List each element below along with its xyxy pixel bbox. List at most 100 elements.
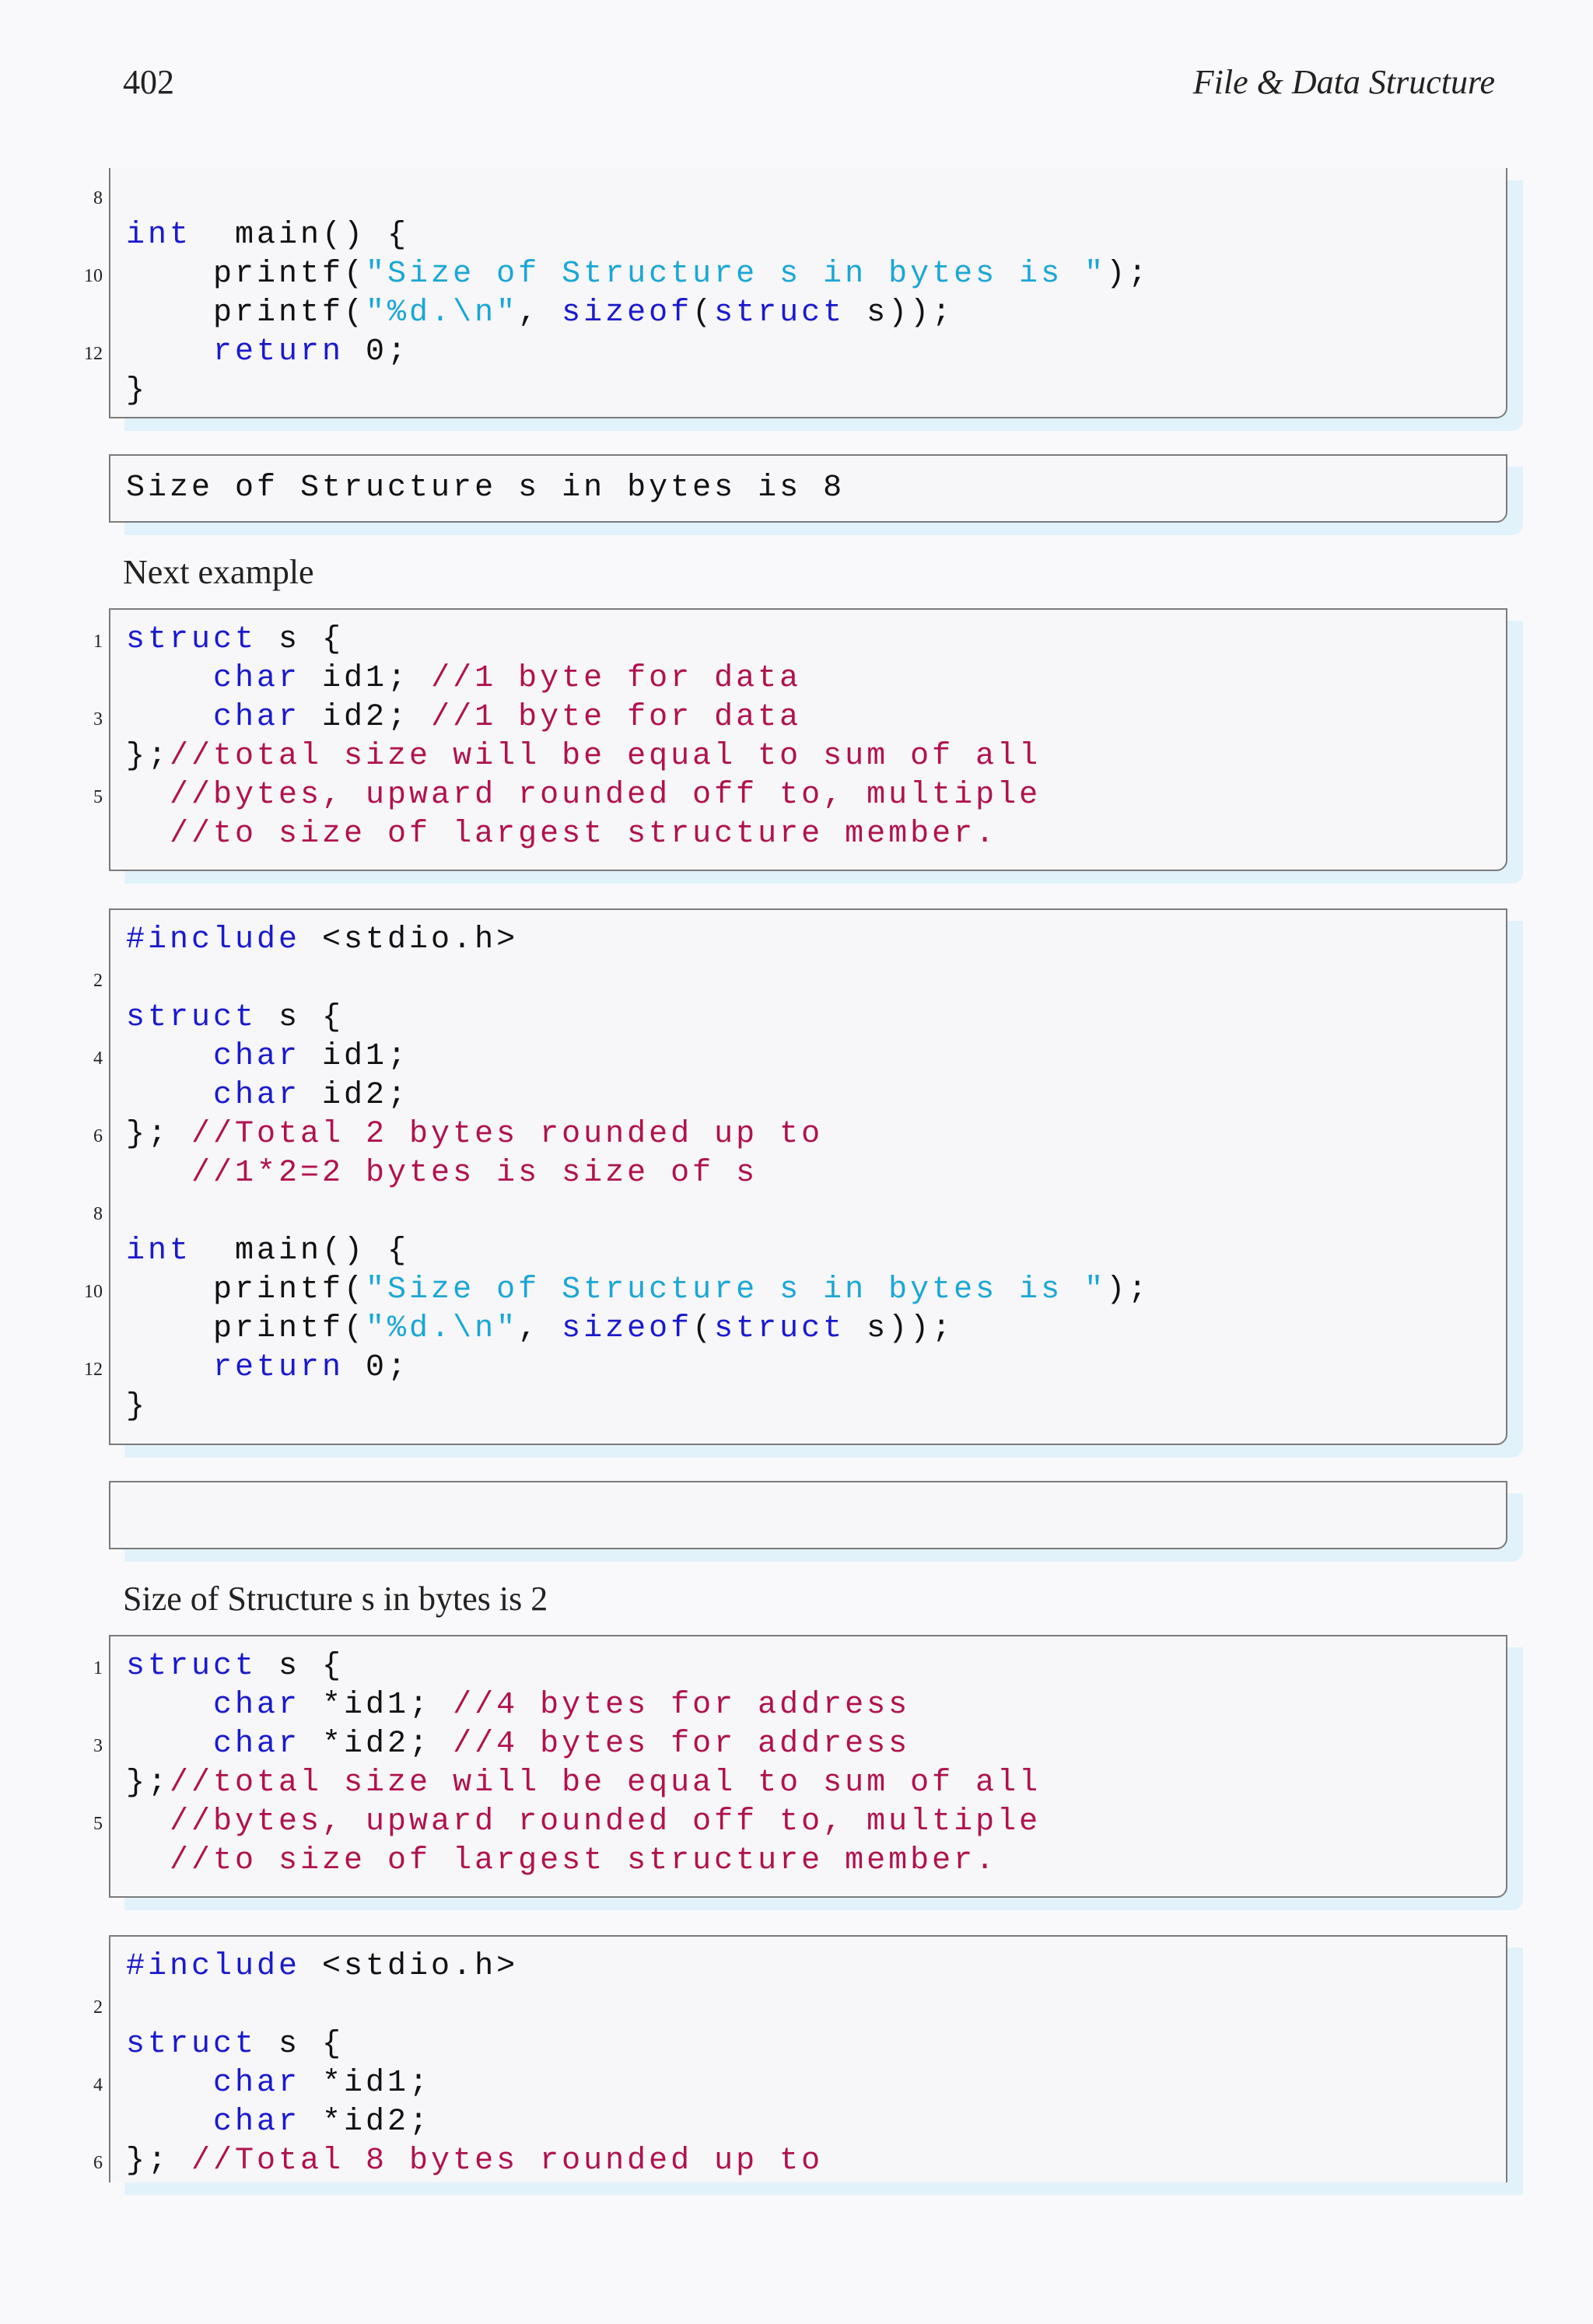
code-line: char *id2; //4 bytes for address — [126, 1725, 910, 1764]
code-text — [126, 1804, 170, 1839]
code-comment: //1 byte for data — [431, 661, 802, 696]
code-line: #include <stdio.h> — [126, 921, 518, 960]
code-text: main() { — [191, 218, 410, 253]
code-line: //bytes, upward rounded off to, multiple — [126, 1803, 1041, 1842]
code-text: printf( — [126, 1272, 366, 1307]
code-text: ( — [692, 296, 715, 331]
code-comment: //1*2=2 bytes is size of s — [191, 1156, 758, 1191]
paragraph-next-example: Next example — [123, 553, 314, 591]
code-text: *id2; — [300, 2105, 432, 2140]
code-keyword: #include — [126, 1949, 301, 1984]
code-line: struct s { — [126, 621, 344, 660]
code-line: char id2; //1 byte for data — [126, 698, 801, 737]
code-keyword: struct — [126, 1000, 257, 1035]
line-number: 4 — [93, 1048, 103, 1069]
code-keyword: #include — [126, 922, 301, 957]
code-text — [126, 1843, 170, 1878]
code-text: printf( — [126, 257, 366, 292]
code-keyword: char — [213, 1688, 301, 1723]
code-text: 0; — [344, 1350, 410, 1385]
code-line: char *id2; — [126, 2103, 431, 2142]
code-text — [126, 1039, 213, 1074]
code-keyword: int — [126, 218, 192, 253]
code-comment: //total size will be equal to sum of all — [170, 1766, 1042, 1801]
code-text — [126, 1727, 213, 1762]
code-line: char id1; — [126, 1038, 409, 1076]
code-text: }; — [126, 739, 170, 774]
code-keyword: char — [213, 661, 301, 696]
code-keyword: sizeof — [562, 1311, 693, 1346]
code-keyword: char — [213, 1078, 301, 1113]
code-text: s { — [257, 2027, 345, 2062]
code-line: return 0; — [126, 333, 409, 372]
code-string: "%d.\n" — [366, 296, 519, 331]
code-comment: //bytes, upward rounded off to, multiple — [170, 1804, 1042, 1839]
code-text — [126, 1688, 213, 1723]
code-line: int main() { — [126, 1232, 409, 1271]
code-block-struct-chars: struct s { char id1; //1 byte for data c… — [93, 608, 1507, 871]
code-text: s)); — [845, 296, 954, 331]
line-number: 5 — [93, 787, 103, 807]
code-text: }; — [126, 1117, 192, 1152]
code-text — [126, 334, 213, 369]
line-number: 8 — [93, 1204, 103, 1224]
code-line: #include <stdio.h> — [126, 1948, 518, 1986]
code-string: "%d.\n" — [366, 1311, 519, 1346]
output-block-size-8: Size of Structure s in bytes is 8 — [109, 454, 1507, 523]
output-text: Size of Structure s in bytes is 8 — [126, 471, 846, 506]
code-text: printf( — [126, 1311, 366, 1346]
code-text: ); — [1106, 1272, 1150, 1307]
line-number: 1 — [93, 1658, 103, 1678]
code-comment: //to size of largest structure member. — [170, 817, 998, 852]
code-block-main-end: int main() { printf("Size of Structure s… — [84, 168, 1507, 418]
code-line: printf("%d.\n", sizeof(struct s)); — [126, 1310, 954, 1349]
code-text: } — [126, 373, 149, 408]
code-line: char id2; — [126, 1076, 409, 1115]
line-number: 6 — [93, 2153, 103, 2173]
line-number: 1 — [93, 632, 103, 652]
code-line: }; //Total 2 bytes rounded up to — [126, 1115, 823, 1154]
code-text: ( — [692, 1311, 715, 1346]
code-line: //bytes, upward rounded off to, multiple — [126, 776, 1041, 815]
code-comment: //4 bytes for address — [453, 1727, 911, 1762]
code-line: };//total size will be equal to sum of a… — [126, 737, 1041, 776]
code-text — [126, 778, 170, 813]
code-line: char *id1; //4 bytes for address — [126, 1686, 910, 1725]
code-text: id1; — [300, 1039, 410, 1074]
line-number: 10 — [84, 1282, 103, 1302]
running-title: File & Data Structure — [1192, 63, 1495, 101]
code-keyword: return — [213, 1350, 345, 1385]
code-text: *id1; — [300, 2066, 432, 2101]
code-text: s)); — [845, 1311, 954, 1346]
line-number: 12 — [84, 1360, 103, 1380]
code-line: int main() { — [126, 216, 409, 255]
code-keyword: return — [213, 334, 345, 369]
code-keyword: struct — [126, 1649, 257, 1684]
code-block-program-chars: #include <stdio.h> struct s { char id1; c… — [84, 908, 1507, 1445]
code-line: //to size of largest structure member. — [126, 815, 997, 854]
line-number: 2 — [93, 971, 103, 991]
code-comment: //Total 2 bytes rounded up to — [191, 1117, 824, 1152]
code-text — [126, 817, 170, 852]
code-text: ); — [1106, 257, 1150, 292]
code-line: struct s { — [126, 999, 344, 1038]
line-number: 6 — [93, 1126, 103, 1146]
code-keyword: struct — [126, 2027, 257, 2062]
code-text: }; — [126, 2144, 192, 2179]
line-number: 3 — [93, 709, 103, 730]
code-line: char *id1; — [126, 2064, 431, 2103]
code-text: <stdio.h> — [300, 1949, 519, 1984]
code-keyword: struct — [714, 296, 846, 331]
code-line: return 0; — [126, 1349, 409, 1388]
code-text: 0; — [344, 334, 410, 369]
code-text — [126, 2105, 213, 2140]
code-keyword: char — [213, 2066, 301, 2101]
code-text — [126, 661, 213, 696]
code-keyword: char — [213, 700, 301, 735]
code-comment: //to size of largest structure member. — [170, 1843, 998, 1878]
code-string: "Size of Structure s in bytes is " — [366, 257, 1107, 292]
code-line: struct s { — [126, 1647, 344, 1686]
code-keyword: struct — [126, 622, 257, 657]
code-text: } — [126, 1389, 149, 1424]
code-text: *id2; — [300, 1727, 453, 1762]
